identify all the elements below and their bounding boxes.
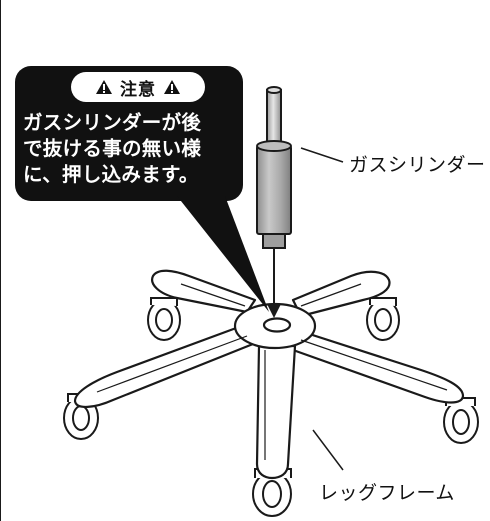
- caution-line: ガスシリンダーが後: [23, 111, 202, 134]
- caution-line: に、押し込みます。: [23, 163, 199, 186]
- caution-message: ガスシリンダーが後 で抜ける事の無い様 に、押し込みます。: [23, 110, 241, 188]
- leader-line-gas-cylinder: [300, 147, 344, 163]
- caster-front-right: [443, 397, 479, 444]
- leg-frame: [73, 269, 465, 480]
- callout: 注意 ガスシリンダーが後 で抜ける事の無い様 に、押し込みます。: [15, 66, 243, 201]
- leader-line-leg-frame: [312, 429, 344, 471]
- caution-line: で抜ける事の無い様: [23, 137, 202, 160]
- caster-back-left: [147, 297, 181, 341]
- warning-triangle-icon: [96, 80, 112, 94]
- gas-cylinder: [256, 86, 292, 318]
- gas-cylinder-label: ガスシリンダー: [349, 154, 486, 176]
- leg-frame-label: レッグフレーム: [319, 482, 455, 504]
- caution-label: 注意: [120, 79, 156, 100]
- caution-heading: 注意: [71, 72, 205, 102]
- caster-back-right: [366, 297, 400, 341]
- warning-triangle-icon: [164, 80, 180, 94]
